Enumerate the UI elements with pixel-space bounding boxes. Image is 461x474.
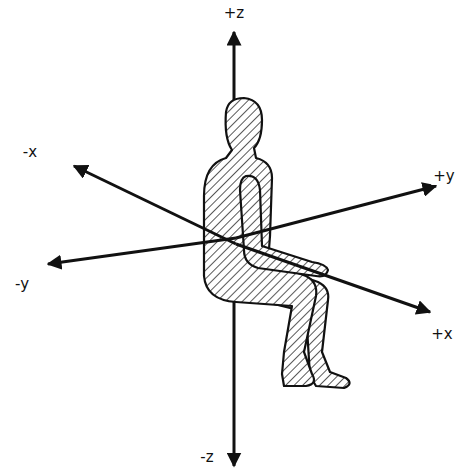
axis-label: +x bbox=[429, 325, 454, 343]
axis-label-box: -y bbox=[13, 275, 31, 293]
axis-label-box: +x bbox=[429, 325, 454, 343]
axis-label-box: +z bbox=[222, 4, 246, 22]
axis-label: -x bbox=[21, 143, 39, 161]
seated-person bbox=[204, 98, 350, 388]
y-axis-positive bbox=[236, 186, 436, 238]
axis-label-box: +y bbox=[431, 167, 456, 185]
axis-label: +z bbox=[222, 4, 246, 22]
axis-label-box: -z bbox=[198, 448, 215, 466]
x-axis-positive bbox=[236, 244, 430, 312]
axis-label: +y bbox=[431, 167, 456, 185]
axis-label: -y bbox=[13, 275, 31, 293]
y-axis-negative bbox=[48, 238, 236, 264]
axis-label: -z bbox=[198, 448, 215, 466]
axis-label-box: -x bbox=[21, 143, 39, 161]
x-axis-negative bbox=[74, 166, 236, 244]
